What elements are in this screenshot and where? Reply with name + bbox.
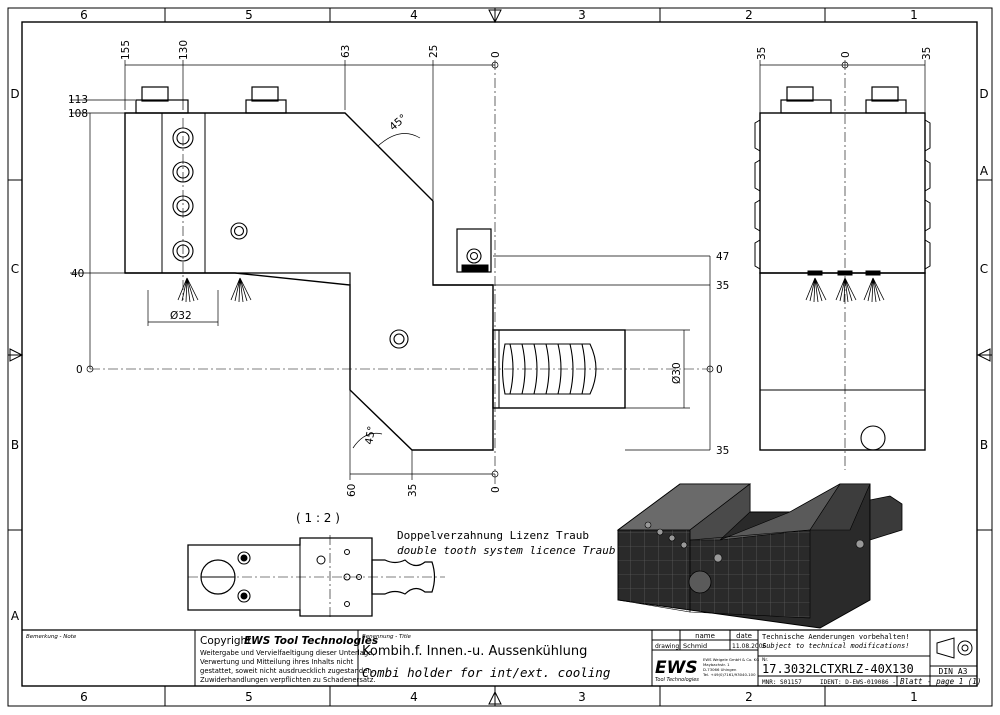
dimension-lines (70, 60, 849, 480)
side-view (754, 60, 931, 451)
row-label-right-d: D (979, 87, 988, 101)
dim-left-0: 0 (76, 364, 83, 376)
name-header: name (695, 632, 715, 640)
dim-top-63: 63 (340, 45, 352, 58)
row-label-right-a: A (980, 164, 989, 178)
row-label-left-c: C (11, 262, 19, 276)
clamp-screw-right (251, 86, 279, 102)
dim-right-35-bottom: 35 (716, 445, 729, 457)
col-label-bottom-5: 2 (745, 690, 753, 704)
drawing-label: drawing (655, 643, 679, 650)
centering-marks (9, 9, 991, 705)
socket-holes (172, 127, 409, 349)
dim-angle-top: 45° (387, 112, 409, 133)
projection-symbol-icon (936, 637, 973, 659)
dim-right-0: 0 (716, 364, 723, 376)
ews-logo-sub: Tool Technologies (655, 677, 699, 683)
copyright-line-1: Weitergabe und Vervielfaeltigung dieser … (200, 649, 375, 657)
scale-label: ( 1 : 2 ) (296, 511, 340, 525)
company-line-1: EWS Weigele GmbH & Co. KG (703, 657, 759, 662)
col-label-top-4: 3 (578, 8, 586, 22)
dim-side-35-right: 35 (921, 47, 933, 60)
coolant-block (456, 228, 492, 273)
col-label-top-5: 2 (745, 8, 753, 22)
dim-top-130: 130 (178, 40, 190, 60)
zone-labels: 6 5 4 3 2 1 6 5 4 3 2 1 D C B A D C B A (10, 8, 989, 704)
mnr: MNR: S01157 (762, 679, 802, 686)
dim-bottom-35: 35 (407, 484, 419, 497)
col-label-bottom-4: 3 (578, 690, 586, 704)
tech-note-en: Subject to technical modifications! (762, 642, 910, 650)
copyright-line-3: gestattet, soweit nicht ausdruecklich zu… (200, 667, 374, 675)
dim-side-35-left: 35 (756, 47, 768, 60)
title-de: Kombih.f. Innen.-u. Aussenkühlung (362, 644, 587, 659)
dim-bottom-0: 0 (490, 486, 502, 493)
dim-top-0: 0 (490, 51, 502, 58)
dim-right-47: 47 (716, 251, 729, 263)
body-outline (124, 112, 494, 451)
front-view (124, 86, 626, 451)
row-label-left-d: D (10, 87, 19, 101)
company-line-4: Tel. +49(0)7161/93040-100 (702, 672, 756, 677)
dim-top-155: 155 (120, 40, 132, 60)
dimension-texts: 155 130 63 25 0 113 108 40 0 47 35 0 35 … (68, 40, 933, 497)
row-label-left-b: B (11, 438, 19, 452)
note-line-en: double tooth system licence Traub (397, 544, 616, 557)
copyright-line-4: Zuwiderhandlungen verpflichten zu Schade… (200, 676, 375, 684)
clamp-screw-left (141, 86, 169, 102)
remark-label: Bemerkung - Note (26, 634, 77, 640)
drawn-date: 11.08.2006 (732, 643, 767, 650)
col-label-top-1: 6 (80, 8, 88, 22)
centerlines (90, 60, 846, 490)
designation-label: Benennung - Title (362, 634, 412, 640)
col-label-bottom-3: 4 (410, 690, 418, 704)
col-label-top-2: 5 (245, 8, 253, 22)
tech-note-de: Technische Aenderungen vorbehalten! (762, 633, 910, 641)
date-header: date (736, 632, 752, 640)
ident: IDENT: D-EWS-019086 - (820, 679, 896, 686)
copyright-brand: EWS Tool Technologies (244, 635, 378, 647)
title-block-frame (22, 629, 977, 686)
company-line-3: D-73066 Uhingen (703, 667, 737, 672)
dim-left-113: 113 (68, 94, 88, 106)
dim-bottom-60: 60 (346, 484, 358, 497)
dim-angle-bottom: 45° (363, 425, 378, 445)
coolant-jets (177, 277, 252, 303)
part-number: 17.3032LCTXRLZ-40X130 (762, 662, 914, 676)
dim-diameter-32: Ø32 (170, 310, 192, 322)
dim-diameter-30: Ø30 (671, 362, 683, 384)
col-label-bottom-1: 6 (80, 690, 88, 704)
din-format: DIN A3 (939, 667, 968, 676)
dim-right-35-top: 35 (716, 280, 729, 292)
row-label-right-b: B (980, 438, 988, 452)
side-body (759, 112, 926, 274)
isometric-view (616, 483, 903, 629)
row-label-right-c: C (980, 262, 988, 276)
drawn-by: Schmid (683, 642, 707, 650)
company-line-2: Maybachstr. 1 (703, 662, 730, 667)
copyright-title: Copyright (200, 635, 251, 647)
top-view (187, 535, 445, 620)
nr-label: Nr. (762, 657, 768, 663)
ews-logo: EWS (655, 658, 698, 678)
col-label-top-6: 1 (910, 8, 918, 22)
title-en: Combi holder for int/ext. cooling (362, 665, 610, 680)
col-label-top-3: 4 (410, 8, 418, 22)
drawing-frame (7, 7, 993, 707)
copyright-line-2: Verwertung und Mitteilung ihres Inhalts … (200, 658, 354, 666)
note-line-de: Doppelverzahnung Lizenz Traub (397, 529, 589, 542)
dim-left-108: 108 (68, 108, 88, 120)
row-label-left-a: A (11, 609, 20, 623)
dim-left-40: 40 (71, 268, 84, 280)
sheet-number: Blatt - page 1 (1) (900, 677, 981, 686)
col-label-bottom-2: 5 (245, 690, 253, 704)
dim-top-25: 25 (428, 45, 440, 58)
col-label-bottom-6: 1 (910, 690, 918, 704)
dim-side-0: 0 (840, 51, 852, 58)
